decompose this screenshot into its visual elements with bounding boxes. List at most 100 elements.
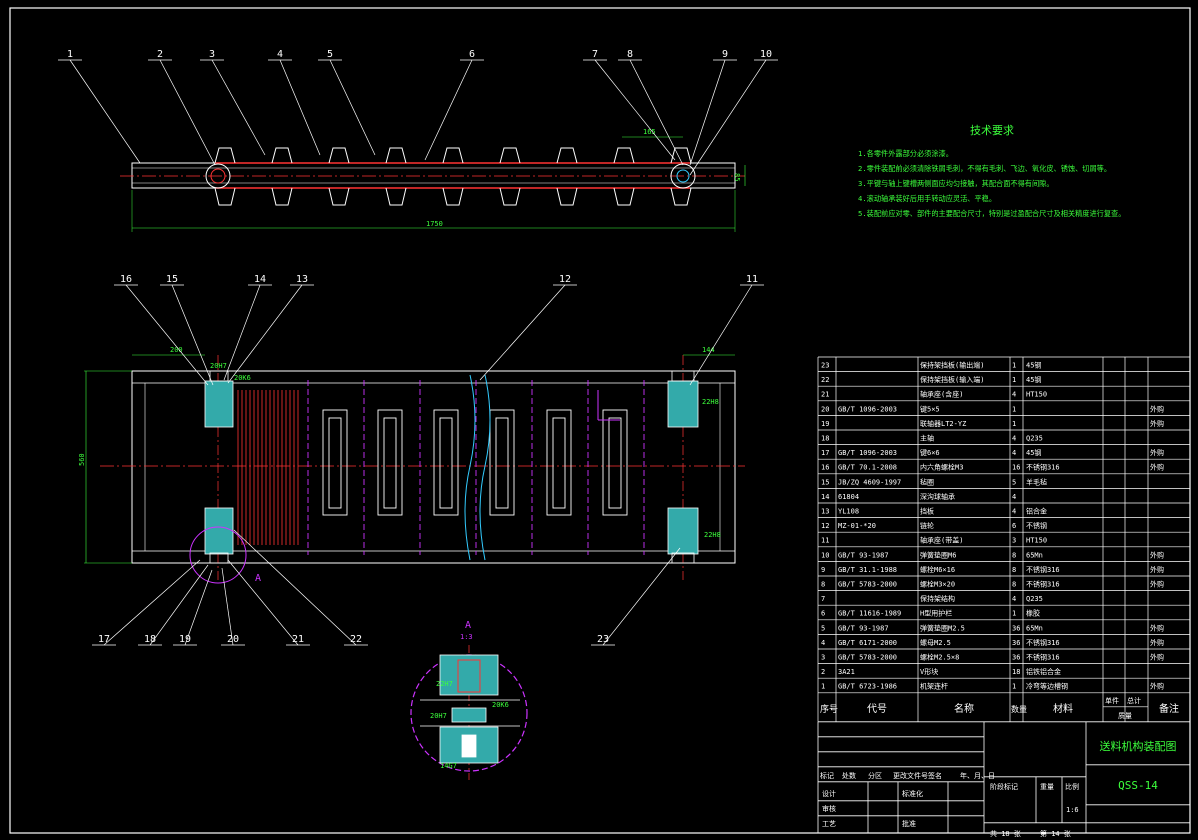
cell-no: 21 — [821, 391, 829, 399]
tb-weight: 重量 — [1040, 783, 1054, 791]
tb-designer: 设计 — [822, 789, 836, 798]
rev-header: 标记 — [820, 771, 834, 780]
cell-name: 深沟球轴承 — [920, 492, 955, 501]
detail-fit-3: 20K6 — [492, 701, 509, 709]
cell-code: GB/T 5783-2000 — [838, 654, 897, 662]
cell-name: 毡圈 — [920, 477, 934, 486]
rev-header: 签名 — [928, 771, 942, 780]
cell-no: 9 — [821, 566, 825, 574]
cell-name: 保持架挡板(输入端) — [920, 375, 984, 384]
tb-drawing-title: 送料机构装配图 — [1100, 739, 1177, 753]
tb-stage: 阶段标记 — [990, 782, 1018, 791]
balloon-label: 18 — [144, 634, 156, 645]
cell-material: 不锈钢316 — [1026, 580, 1060, 589]
cell-no: 13 — [821, 508, 829, 516]
cell-material: 65Mn — [1026, 624, 1043, 632]
dim-height: 85 — [733, 173, 741, 181]
detail-label: A — [465, 620, 471, 631]
balloon-label: 2 — [157, 49, 163, 60]
leader-line — [602, 547, 681, 646]
cell-qty: 4 — [1012, 493, 1016, 501]
detail-scale: 1:3 — [460, 633, 473, 641]
vblock-top — [328, 147, 350, 164]
cell-no: 2 — [821, 668, 825, 676]
tb-approve: 批准 — [902, 819, 916, 828]
cell-note: 外购 — [1150, 404, 1164, 413]
cell-code: MZ-01-*20 — [838, 522, 876, 530]
balloon-label: 10 — [760, 49, 772, 60]
leader-line — [479, 284, 566, 381]
cell-material: 不锈钢316 — [1026, 638, 1060, 647]
balloon-label: 16 — [120, 274, 132, 285]
cell-no: 10 — [821, 551, 829, 559]
leader-line — [227, 559, 299, 646]
pusher-slot — [608, 417, 622, 509]
leader-line — [223, 284, 261, 381]
balloon-label: 13 — [296, 274, 308, 285]
dim-fit1: 20H7 — [210, 362, 227, 370]
cell-no: 4 — [821, 639, 825, 647]
cell-qty: 8 — [1012, 566, 1016, 574]
cell-no: 7 — [821, 595, 825, 603]
balloon-label: 17 — [98, 634, 110, 645]
dim-fit3: 22H8 — [702, 398, 719, 406]
cell-code: GB/T 5783-2000 — [838, 581, 897, 589]
cell-qty: 1 — [1012, 362, 1016, 370]
cell-name: 键6×6 — [920, 448, 940, 457]
cell-no: 5 — [821, 624, 825, 632]
cell-no: 3 — [821, 654, 825, 662]
cell-material: HT150 — [1026, 537, 1047, 545]
cell-material: 不锈钢 — [1026, 521, 1047, 530]
cell-code: GB/T 93-1987 — [838, 551, 889, 559]
rev-header: 年、月、日 — [960, 771, 995, 780]
cell-material: 45钢 — [1026, 448, 1041, 457]
pusher-slot — [552, 417, 566, 509]
cell-no: 18 — [821, 435, 829, 443]
leader-line — [211, 59, 266, 156]
hdr-unit: 单件 — [1105, 696, 1119, 705]
pusher-plate — [322, 409, 348, 516]
cell-note: 外购 — [1150, 448, 1164, 457]
leader-line — [221, 567, 234, 646]
cell-name: 保持架挡板(输出端) — [920, 361, 984, 370]
cell-qty: 1 — [1012, 610, 1016, 618]
cell-qty: 8 — [1012, 581, 1016, 589]
cell-qty: 18 — [1012, 668, 1020, 676]
tech-item: 4.滚动轴承装好后用手转动应灵活、平稳。 — [858, 194, 996, 203]
cell-code: GB/T 70.1-2008 — [838, 464, 897, 472]
balloon-label: 14 — [254, 274, 266, 285]
cell-material: Q235 — [1026, 595, 1043, 603]
cell-no: 15 — [821, 478, 829, 486]
pusher-plate — [489, 409, 515, 516]
cell-qty: 5 — [1012, 478, 1016, 486]
cell-note: 外购 — [1150, 682, 1164, 691]
leader-line — [594, 59, 676, 161]
balloon-label: 23 — [597, 634, 609, 645]
cell-qty: 4 — [1012, 508, 1016, 516]
hdr-code: 代号 — [867, 703, 887, 715]
balloon-label: 5 — [327, 49, 333, 60]
cell-material: 羊毛毡 — [1026, 477, 1047, 486]
cell-name: 轴承座(含座) — [920, 390, 963, 399]
tb-ratio: 比例 — [1065, 782, 1079, 791]
cell-qty: 4 — [1012, 435, 1016, 443]
cell-code: 3A21 — [838, 668, 855, 676]
cell-qty: 6 — [1012, 522, 1016, 530]
title-block: 标记处数分区更改文件号签名年、月、日设计标准化审核工艺批准阶段标记重量比例1:6… — [817, 721, 1191, 838]
vblock-top — [613, 147, 635, 164]
hdr-note: 备注 — [1159, 702, 1179, 715]
cell-code: GB/T 6723-1986 — [838, 683, 897, 691]
leader-line — [103, 559, 201, 646]
pusher-plate — [602, 409, 628, 516]
cell-no: 1 — [821, 683, 825, 691]
leader-line — [689, 59, 726, 166]
hdr-material: 材料 — [1053, 702, 1073, 715]
cell-name: 螺栓M6×16 — [920, 565, 955, 574]
cell-material: 铝铁铝合金 — [1026, 667, 1061, 676]
